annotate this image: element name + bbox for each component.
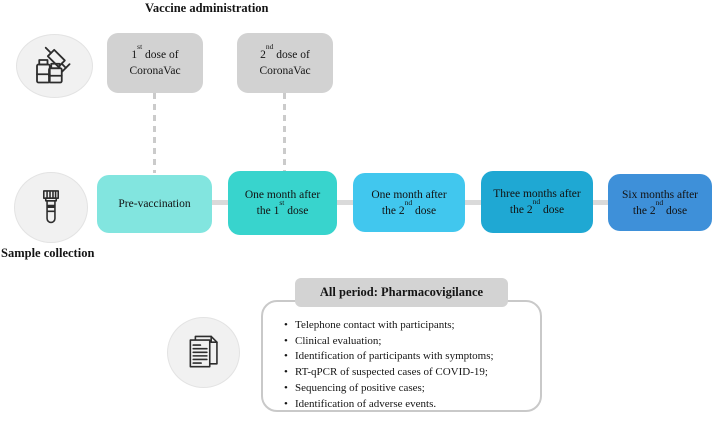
list-item: RT-qPCR of suspected cases of COVID-19; xyxy=(283,365,540,381)
pharmacovigilance-header: All period: Pharmacovigilance xyxy=(295,278,508,307)
vaccine-administration-title: Vaccine administration xyxy=(145,1,269,15)
dose-box-1-line1: 1st dose of xyxy=(131,41,179,61)
timeline-box-sublabel: the 2nd dose xyxy=(632,197,688,217)
timeline-box-label: Six months after xyxy=(621,188,699,201)
ordinal-superscript: nd xyxy=(532,197,541,207)
timeline-box-label: One month after xyxy=(371,188,447,201)
timeline-box-sublabel: the 2nd dose xyxy=(509,197,565,216)
documents-icon xyxy=(189,335,218,367)
syringe-vials-icon xyxy=(35,46,70,84)
timeline-box-one-month-after-1st-dose: One month after the 1st dose xyxy=(228,171,337,235)
dose-box-2: 2nd dose of CoronaVac xyxy=(237,33,333,93)
pharmacovigilance-list: Telephone contact with participants; Cli… xyxy=(263,318,540,412)
timeline-box-sublabel: the 1st dose xyxy=(256,198,309,217)
timeline-connector xyxy=(212,200,228,205)
timeline-box-label: Three months after xyxy=(493,188,581,200)
vaccine-icon-badge xyxy=(16,34,93,98)
timeline-connector xyxy=(593,200,608,205)
timeline-connector xyxy=(465,200,481,205)
ordinal-superscript: nd xyxy=(655,197,664,207)
timeline-box-pre-vaccination: Pre-vaccination xyxy=(97,175,212,233)
test-tube-icon xyxy=(42,189,60,223)
dashed-connector-2 xyxy=(283,93,286,173)
dose-box-2-line2: CoronaVac xyxy=(259,65,311,77)
list-item: Clinical evaluation; xyxy=(283,334,540,350)
dose-box-2-line1: 2nd dose of xyxy=(260,41,310,61)
pharmacovigilance-panel: Telephone contact with participants; Cli… xyxy=(261,300,542,412)
ordinal-superscript: nd xyxy=(404,197,413,207)
sample-icon-badge xyxy=(14,172,88,243)
timeline-connector xyxy=(337,200,353,205)
ordinal-superscript: st xyxy=(137,41,143,51)
timeline-box-label: One month after xyxy=(244,189,321,201)
documents-icon-badge xyxy=(167,317,240,388)
list-item: Telephone contact with participants; xyxy=(283,318,540,334)
dashed-connector-1 xyxy=(153,93,156,173)
list-item: Sequencing of positive cases; xyxy=(283,381,540,397)
ordinal-superscript: nd xyxy=(265,41,274,51)
timeline-box-three-months-after-2nd-dose: Three months after the 2nd dose xyxy=(481,171,593,233)
timeline-box-six-months-after-2nd-dose: Six months after the 2nd dose xyxy=(608,174,712,231)
dose-box-1: 1st dose of CoronaVac xyxy=(107,33,203,93)
dose-box-1-line2: CoronaVac xyxy=(129,65,181,77)
sample-collection-label: Sample collection xyxy=(1,246,95,260)
list-item: Identification of participants with symp… xyxy=(283,349,540,365)
timeline-box-label: Pre-vaccination xyxy=(118,198,191,210)
timeline-box-sublabel: the 2nd dose xyxy=(381,197,437,217)
list-item: Identification of adverse events. xyxy=(283,397,540,413)
timeline-box-one-month-after-2nd-dose: One month after the 2nd dose xyxy=(353,173,465,232)
ordinal-superscript: st xyxy=(279,198,285,208)
